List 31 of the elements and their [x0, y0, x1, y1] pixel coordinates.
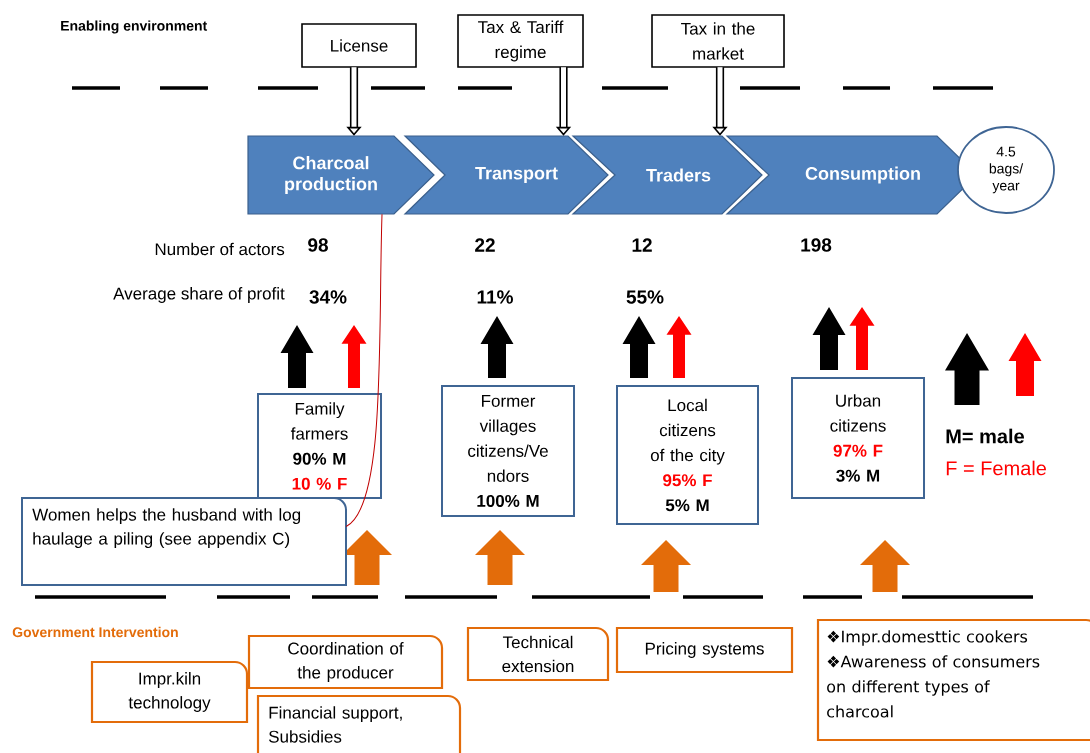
process-step: Charcoal production — [247, 135, 435, 215]
actor-box: Local citizens of the city 95% F 5% M — [616, 385, 759, 525]
profit-share: 11% — [477, 290, 513, 304]
actor-box: Urban citizens 97% F 3% M — [791, 377, 925, 499]
section-heading: Enabling environment — [61, 20, 208, 34]
actor-count: 98 — [308, 238, 328, 252]
actor-count: 22 — [475, 238, 495, 252]
policy-box: License — [301, 23, 417, 68]
legend-text: M= male — [946, 428, 1024, 444]
note-box: Financial support, Subsidies — [256, 694, 462, 753]
leader-line — [345, 213, 383, 527]
row-label: Number of actors — [155, 242, 285, 256]
actor-box: Former villages citizens/Ve ndors 100% M — [441, 385, 575, 517]
intervention-box: Technical extension — [466, 626, 610, 682]
actor-box: Family farmers 90% M 10 % F — [257, 393, 382, 499]
actor-count: 198 — [801, 238, 832, 252]
process-step: Traders — [571, 135, 763, 215]
intervention-box: ❖Impr.domesttic cookers ❖Awareness of consumers on different types of charcoal — [816, 618, 1090, 742]
policy-box: Tax in the market — [651, 14, 785, 68]
process-step: Consumption — [725, 135, 978, 215]
intervention-box: Pricing systems — [615, 626, 794, 674]
intervention-box: Impr.kiln technology — [90, 660, 249, 724]
profit-share: 34% — [309, 290, 347, 304]
legend-text: F = Female — [946, 460, 1046, 476]
row-label: Average share of profit — [113, 287, 285, 303]
policy-box: Tax & Tariff regime — [457, 14, 584, 68]
profit-share: 55% — [626, 290, 664, 304]
intervention-box: Coordination of the producer — [247, 634, 444, 690]
actor-count: 12 — [632, 238, 652, 252]
section-heading: Government Intervention — [12, 626, 178, 638]
process-step: Transport — [403, 135, 609, 215]
